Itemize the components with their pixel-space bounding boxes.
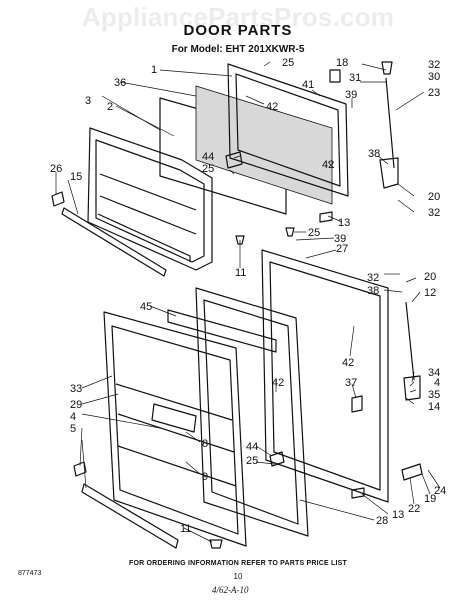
callout-38: 38 (367, 285, 379, 297)
callout-13: 13 (392, 509, 404, 521)
fresh-food-door-outer-panel (261, 249, 389, 503)
callout-32: 32 (367, 272, 379, 284)
part-4-stop-left (73, 461, 87, 477)
freezer-handle-strip (61, 207, 167, 277)
callout-4: 4 (70, 411, 76, 423)
lower-hinge-bracket (403, 375, 421, 401)
callout-3: 3 (85, 95, 91, 107)
watermark: AppliancePartsPros.com (81, 2, 395, 32)
callout-labels: 1 25 18 32 36 41 31 30 3 2 42 39 23 42 4… (50, 57, 446, 535)
callout-41: 41 (302, 79, 314, 91)
callout-35: 35 (428, 389, 440, 401)
fresh-food-breaker-strip (167, 309, 277, 353)
fresh-food-gasket-inner (203, 299, 299, 525)
fresh-food-door-outer-inner (269, 261, 381, 491)
part-18-clip (329, 69, 341, 83)
callout-13: 13 (338, 217, 350, 229)
page-title: DOOR PARTS (183, 22, 293, 39)
callout-33: 33 (70, 383, 82, 395)
callout-29: 29 (70, 399, 82, 411)
freezer-door-shelf (99, 173, 197, 235)
callout-28: 28 (376, 515, 388, 527)
callout-45: 45 (140, 301, 152, 313)
ordering-info-footer: FOR ORDERING INFORMATION REFER TO PARTS … (128, 560, 348, 567)
callout-11: 11 (180, 523, 191, 535)
callout-9: 9 (202, 471, 208, 483)
callout-25: 25 (308, 227, 320, 239)
part-25-screw-mid (285, 227, 295, 237)
upper-hinge-rod (385, 77, 395, 169)
callout-20: 20 (428, 191, 440, 203)
callout-34: 34 (428, 367, 440, 379)
handwritten-note: 4/62-A-10 (212, 585, 249, 595)
freezer-door-bottom-rail (97, 213, 191, 262)
callout-27: 27 (336, 243, 348, 255)
freezer-gasket-inner (235, 73, 341, 187)
lower-hinge-rod (405, 301, 415, 381)
leader-lines (55, 61, 441, 543)
fresh-food-gasket-frame (195, 287, 309, 537)
callout-2: 2 (107, 101, 113, 113)
part-22-handle-cap (401, 463, 423, 481)
document-number: 877473 (18, 570, 42, 577)
part-11-screw-upper (235, 235, 245, 245)
callout-4: 4 (434, 377, 440, 389)
callout-42: 42 (272, 377, 284, 389)
callout-20: 20 (424, 271, 436, 283)
upper-hinge-bracket (379, 157, 399, 189)
butter-compartment (151, 403, 197, 433)
callout-39: 39 (345, 89, 357, 101)
part-13-bushing-lower (351, 487, 365, 499)
model-line: For Model: EHT 201XKWR-5 (171, 44, 305, 55)
freezer-foam-insulation (195, 85, 333, 205)
callout-32: 32 (428, 59, 440, 71)
callout-25: 25 (282, 57, 294, 69)
callout-25: 25 (246, 455, 258, 467)
callout-11: 11 (235, 267, 246, 279)
callout-42: 42 (322, 159, 334, 171)
callout-8: 8 (202, 438, 208, 450)
callout-25: 25 (202, 163, 214, 175)
freezer-gasket-frame (227, 63, 349, 197)
callout-23: 23 (428, 87, 440, 99)
callout-19: 19 (424, 493, 436, 505)
top-hinge-screw (381, 61, 393, 75)
callout-39: 39 (334, 233, 346, 245)
fresh-food-handle-strip (81, 483, 179, 549)
callout-32: 32 (428, 207, 440, 219)
callout-42: 42 (342, 357, 354, 369)
page-number: 10 (233, 572, 243, 581)
callout-42: 42 (266, 101, 278, 113)
part-44-bracket-lower (269, 451, 285, 467)
callout-31: 31 (349, 72, 361, 84)
part-13-bushing-upper (319, 211, 333, 223)
callout-18: 18 (336, 57, 348, 69)
fresh-food-door-liner (103, 311, 247, 547)
callout-15: 15 (70, 171, 82, 183)
callout-24: 24 (434, 485, 446, 497)
part-37-clip (351, 395, 363, 413)
callout-14: 14 (428, 401, 440, 413)
callout-36: 36 (114, 77, 126, 89)
freezer-door-inner-panel (95, 139, 205, 263)
callout-12: 12 (424, 287, 436, 299)
fresh-food-liner-inner (111, 325, 239, 535)
part-11-screw-lower (209, 539, 223, 549)
part-26-stop (51, 191, 65, 207)
callout-37: 37 (345, 377, 357, 389)
callout-22: 22 (408, 503, 420, 515)
callout-38: 38 (368, 148, 380, 160)
callout-1: 1 (151, 64, 157, 76)
fresh-food-liner-shelves (115, 383, 237, 487)
callout-5: 5 (70, 423, 76, 435)
callout-26: 26 (50, 163, 62, 175)
callout-44: 44 (202, 151, 214, 163)
callout-44: 44 (246, 441, 258, 453)
part-44-bracket-upper (225, 151, 243, 169)
callout-30: 30 (428, 71, 440, 83)
